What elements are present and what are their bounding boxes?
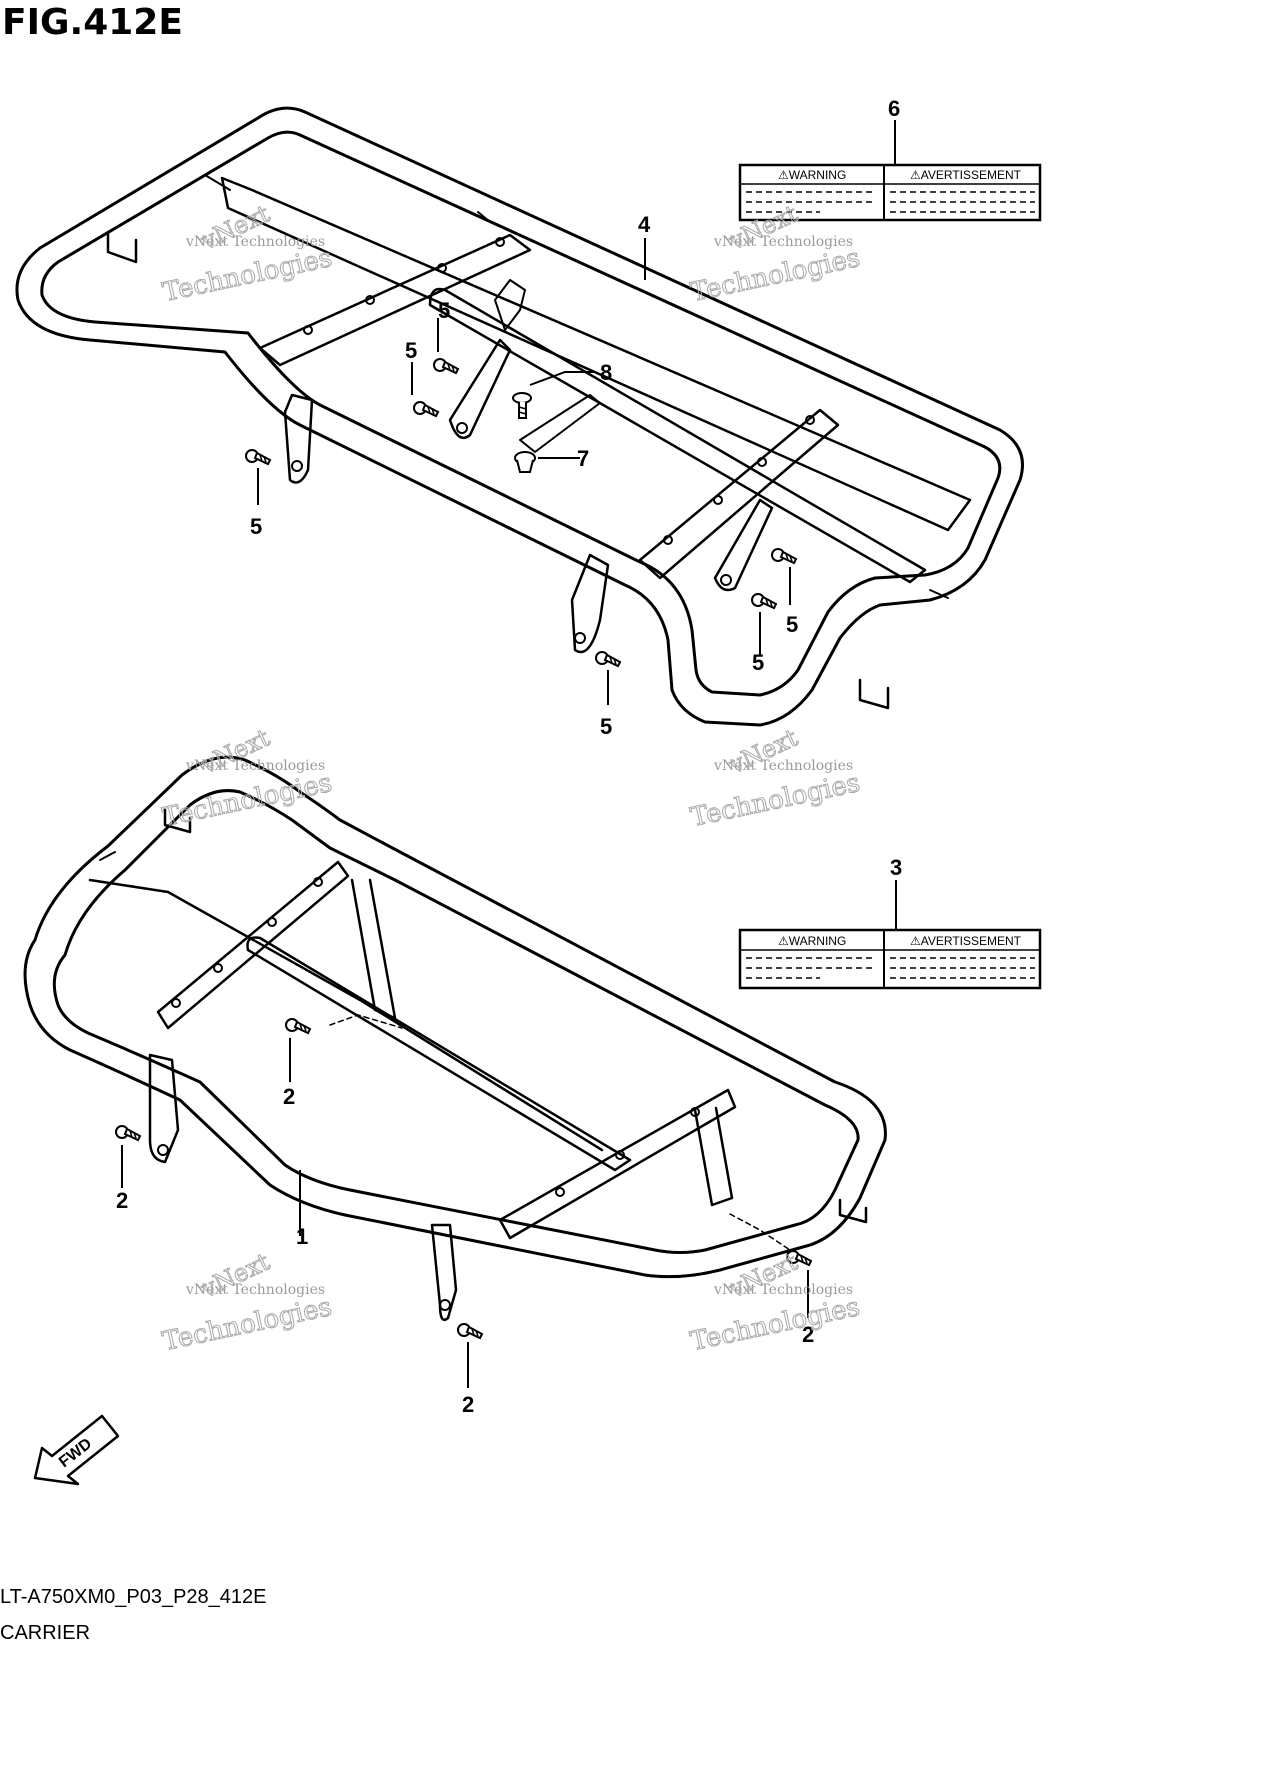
warning-label-front-right: ⚠AVERTISSEMENT (910, 934, 1022, 948)
watermark-big-5b: Technologies (160, 1292, 335, 1357)
callout-bolt-rear-c: 5 (250, 514, 262, 539)
watermark-big-4b: Technologies (688, 768, 863, 833)
warning-label-rear: ⚠WARNING ⚠AVERTISSEMENT (738, 163, 1042, 222)
rear-carrier (15, 106, 1024, 727)
callout-bolt-front-c: 2 (462, 1392, 474, 1417)
callout-front-carrier: 1 (296, 1224, 308, 1249)
bolt-rear-5-icon (751, 593, 777, 609)
watermark-big-1b: Technologies (160, 243, 335, 308)
bolt-rear-3-icon (433, 358, 459, 374)
callout-front-label: 3 (890, 855, 902, 880)
bolt-rear-1-icon (245, 449, 271, 465)
callout-bolt-rear-a: 5 (438, 298, 450, 323)
callout-bolt-front-d: 2 (802, 1322, 814, 1347)
watermark: vNext Technologies vNext Technologies vN… (159, 199, 863, 1358)
figure-code: LT-A750XM0_P03_P28_412E (0, 1586, 267, 1608)
watermark-big-3b: Technologies (160, 768, 335, 833)
bolt-rear-2-icon (413, 401, 439, 417)
warning-label-front: ⚠WARNING ⚠AVERTISSEMENT (738, 928, 1042, 990)
callout-bolt-front-a: 2 (283, 1084, 295, 1109)
figure-name: CARRIER (0, 1622, 91, 1644)
watermark-big-2b: Technologies (688, 243, 863, 308)
screw-rear-icon (512, 392, 532, 419)
callout-bolt-rear-d: 5 (600, 714, 612, 739)
bolt-front-3-icon (457, 1323, 483, 1339)
watermark-text-6: vNext Technologies (713, 1282, 853, 1298)
nut-rear-icon (514, 451, 536, 473)
callout-rear-label: 6 (888, 96, 900, 121)
bolt-front-2-icon (115, 1125, 141, 1141)
warning-label-front-left: ⚠WARNING (778, 934, 846, 948)
figure-title: FIG.412E (2, 2, 183, 43)
bolt-rear-6-icon (771, 548, 797, 564)
watermark-text-1: vNext Technologies (185, 234, 325, 250)
callout-bolt-rear-f: 5 (786, 612, 798, 637)
warning-label-rear-left: ⚠WARNING (778, 168, 846, 182)
watermark-text-4: vNext Technologies (713, 758, 853, 774)
callout-rear-carrier: 4 (638, 212, 651, 237)
watermark-text-2: vNext Technologies (713, 234, 853, 250)
bolt-front-1-icon (285, 1018, 311, 1034)
callout-bolt-front-b: 2 (116, 1188, 128, 1213)
bolt-rear-4-icon (595, 651, 621, 667)
fwd-arrow-icon: FWD (33, 1414, 120, 1486)
warning-label-rear-right: ⚠AVERTISSEMENT (910, 168, 1022, 182)
watermark-text-3: vNext Technologies (185, 758, 325, 774)
callout-nut-rear: 7 (577, 446, 589, 471)
callout-bolt-rear-b: 5 (405, 338, 417, 363)
callout-screw-rear: 8 (600, 360, 612, 385)
watermark-text-5: vNext Technologies (185, 1282, 325, 1298)
front-carrier (23, 755, 887, 1322)
watermark-big-6b: Technologies (688, 1292, 863, 1357)
callout-bolt-rear-e: 5 (752, 650, 764, 675)
